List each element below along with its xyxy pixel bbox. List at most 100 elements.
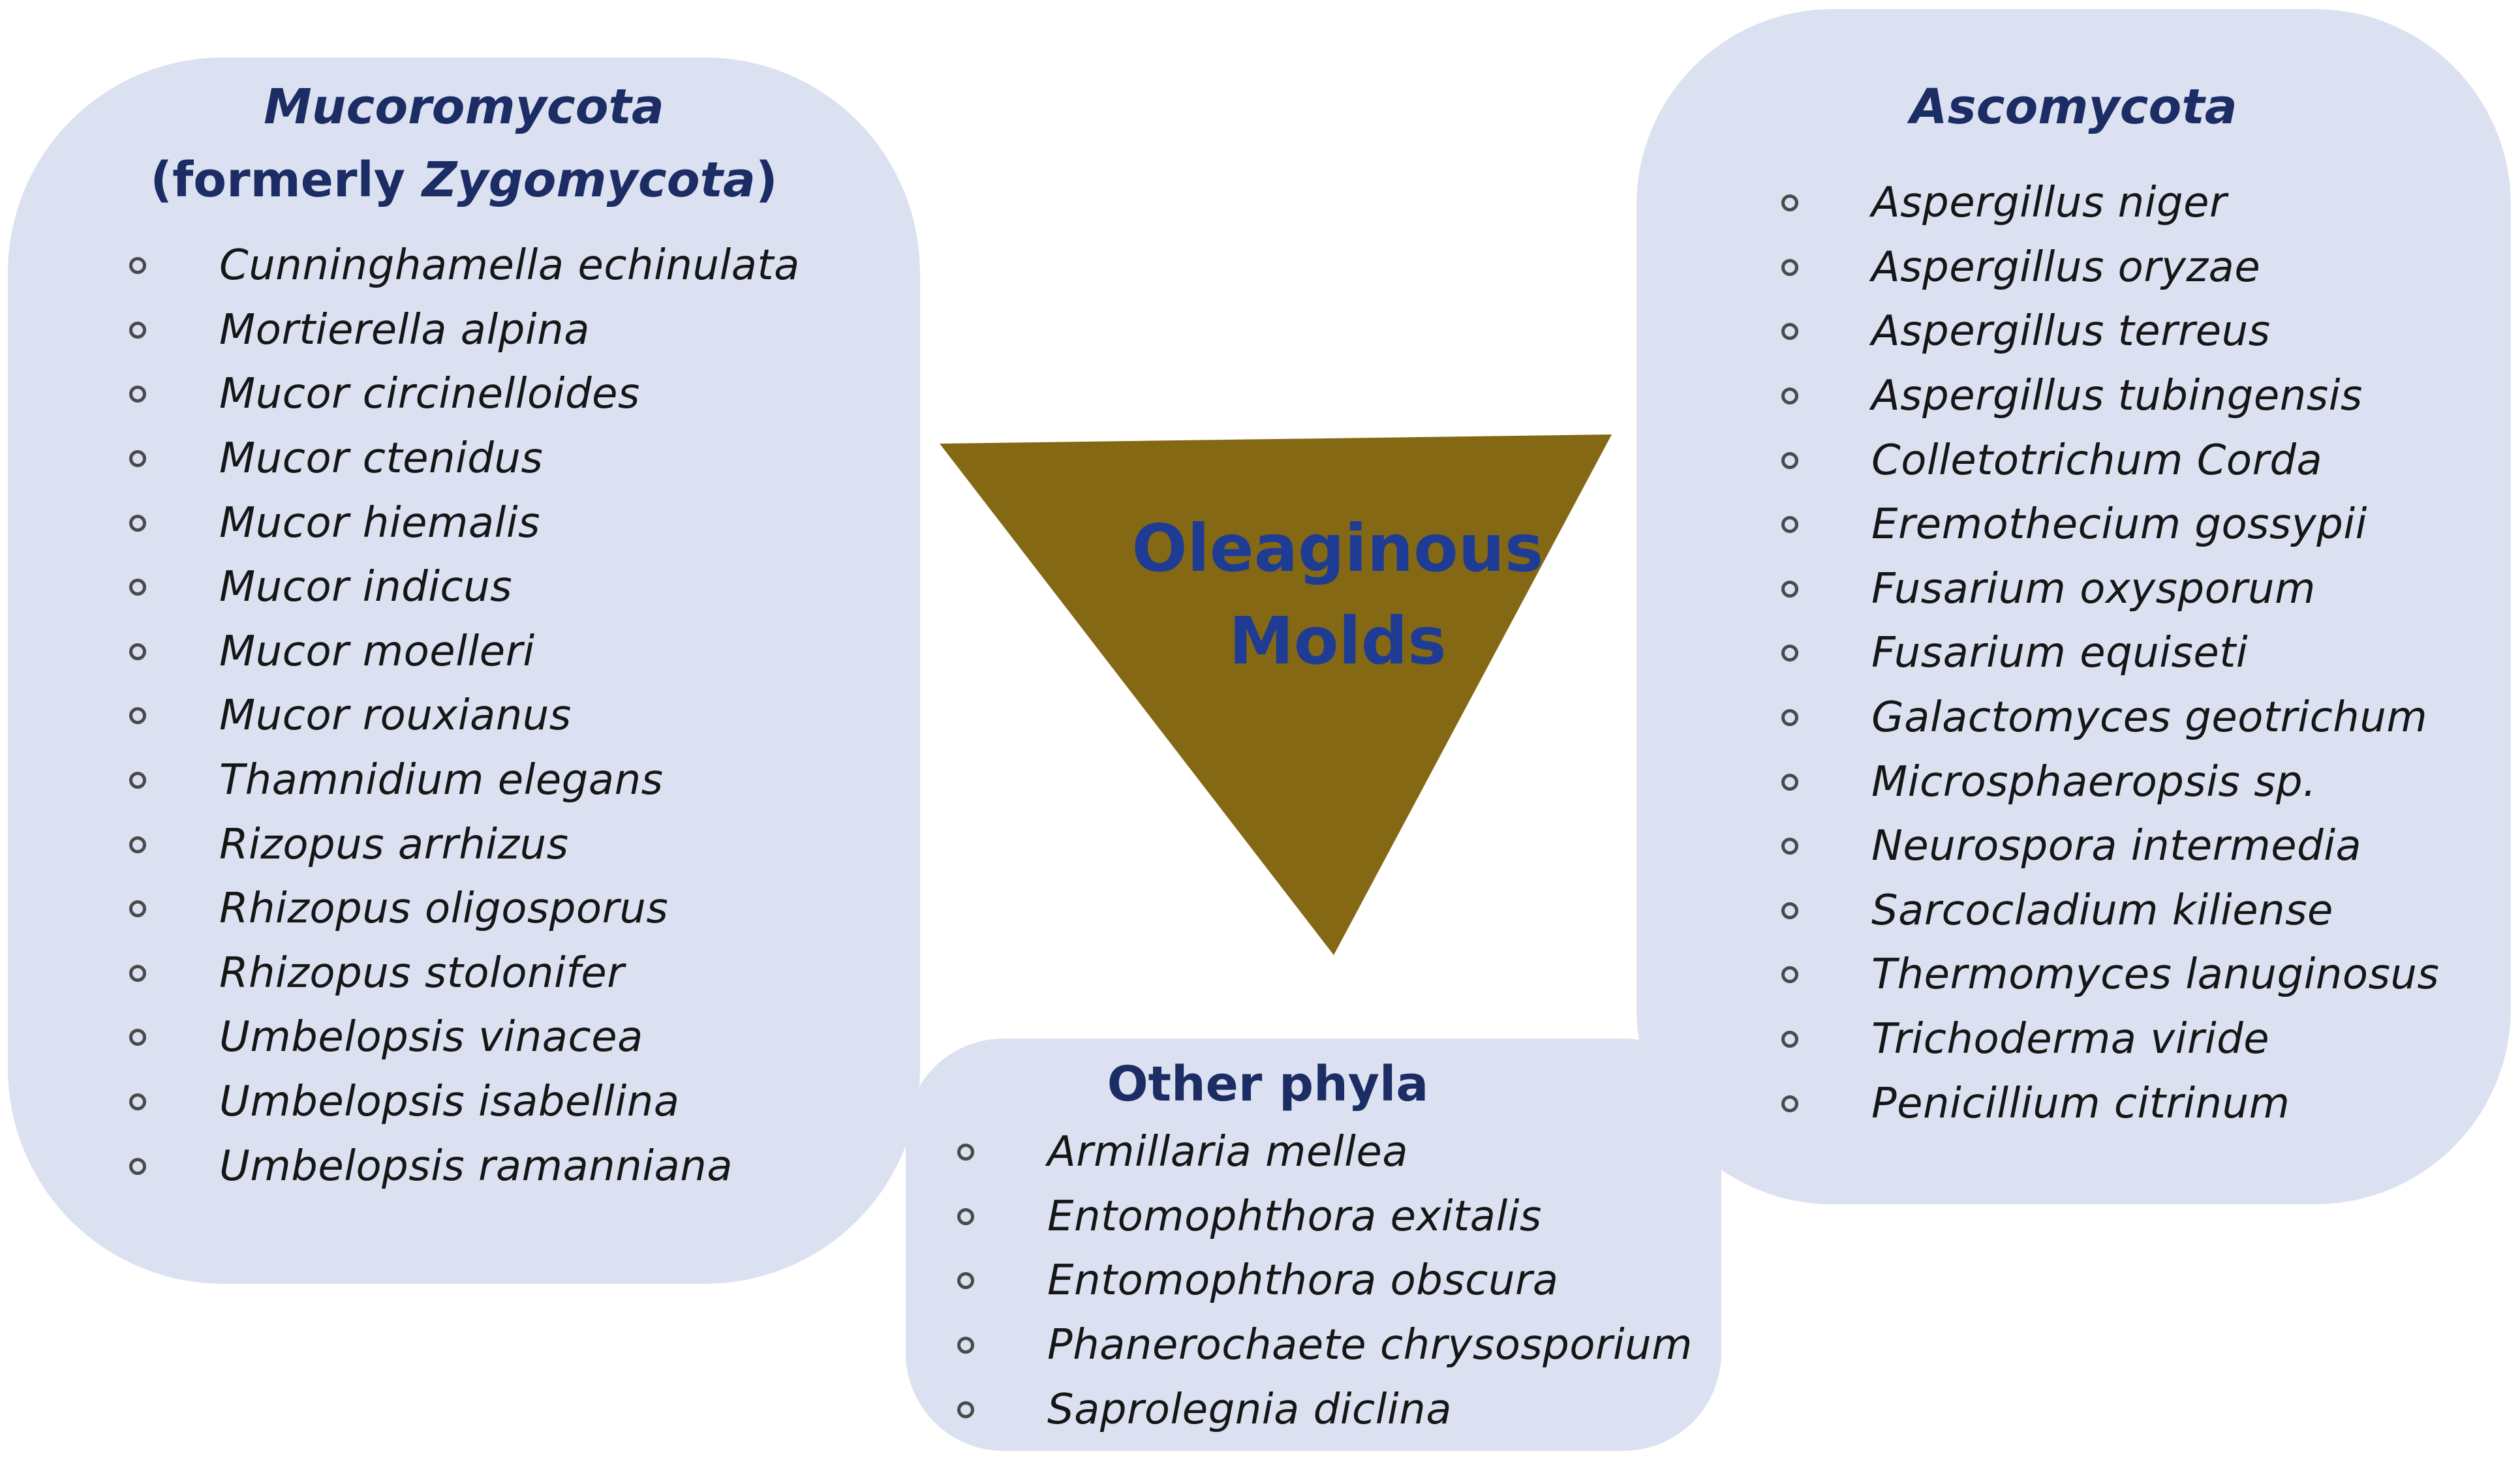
species-item: Umbelopsis ramanniana: [129, 1134, 800, 1198]
species-name: Eremothecium gossypii: [1871, 500, 2367, 549]
circle-bullet-icon: [129, 643, 146, 660]
species-name: Fusarium equiseti: [1871, 629, 2249, 678]
species-item: Aspergillus terreus: [1781, 299, 2439, 364]
mucoromycota-panel: [8, 57, 920, 1284]
species-item: Mucor circinelloides: [129, 362, 800, 427]
species-name: Trichoderma viride: [1871, 1015, 2270, 1064]
species-item: Sarcocladium kiliense: [1781, 879, 2439, 943]
species-name: Umbelopsis ramanniana: [219, 1142, 733, 1191]
circle-bullet-icon: [129, 964, 146, 982]
species-name: Entomophthora exitalis: [1047, 1192, 1542, 1241]
circle-bullet-icon: [129, 1029, 146, 1046]
species-item: Mucor indicus: [129, 555, 800, 620]
mucoromycota-subtitle-close: ): [755, 152, 778, 208]
species-item: Armillaria mellea: [957, 1120, 1693, 1185]
species-name: Fusarium oxysporum: [1871, 564, 2316, 613]
species-name: Galactomyces geotrichum: [1871, 693, 2428, 742]
species-item: Mortierella alpina: [129, 298, 800, 363]
species-name: Entomophthora obscura: [1047, 1256, 1559, 1305]
species-name: Penicillium citrinum: [1871, 1079, 2290, 1128]
circle-bullet-icon: [957, 1144, 974, 1161]
species-name: Thermomyces lanuginosus: [1871, 951, 2440, 999]
species-name: Umbelopsis isabellina: [219, 1078, 680, 1127]
species-name: Mucor circinelloides: [219, 370, 640, 419]
triangle-shape: [940, 434, 1612, 955]
circle-bullet-icon: [129, 579, 146, 596]
species-item: Trichoderma viride: [1781, 1007, 2439, 1072]
circle-bullet-icon: [1781, 1031, 1798, 1048]
species-item: Penicillium citrinum: [1781, 1071, 2439, 1136]
species-item: Fusarium oxysporum: [1781, 557, 2439, 622]
species-item: Umbelopsis isabellina: [129, 1070, 800, 1134]
species-name: Armillaria mellea: [1047, 1128, 1409, 1177]
circle-bullet-icon: [129, 321, 146, 339]
species-item: Mucor rouxianus: [129, 684, 800, 748]
circle-bullet-icon: [1781, 580, 1798, 598]
species-item: Neurospora intermedia: [1781, 814, 2439, 879]
circle-bullet-icon: [1781, 838, 1798, 855]
species-name: Aspergillus niger: [1871, 179, 2227, 228]
species-item: Mucor moelleri: [129, 620, 800, 684]
species-name: Rizopus arrhizus: [219, 820, 569, 869]
species-item: Phanerochaete chrysosporium: [957, 1313, 1693, 1378]
circle-bullet-icon: [129, 514, 146, 532]
species-item: Eremothecium gossypii: [1781, 493, 2439, 557]
circle-bullet-icon: [1781, 194, 1798, 212]
species-name: Neurospora intermedia: [1871, 822, 2362, 871]
center-title-line2: Molds: [1229, 603, 1447, 679]
circle-bullet-icon: [1781, 709, 1798, 727]
ascomycota-panel: [1636, 9, 2511, 1204]
species-name: Aspergillus terreus: [1871, 307, 2271, 356]
species-item: Thamnidium elegans: [129, 748, 800, 813]
circle-bullet-icon: [1781, 258, 1798, 276]
circle-bullet-icon: [1781, 516, 1798, 534]
mucoromycota-heading: Mucoromycota (formerly Zygomycota): [8, 70, 920, 217]
species-item: Umbelopsis vinacea: [129, 1005, 800, 1070]
ascomycota-title: Ascomycota: [1910, 79, 2237, 135]
circle-bullet-icon: [1781, 323, 1798, 341]
species-name: Phanerochaete chrysosporium: [1047, 1321, 1693, 1370]
species-name: Mortierella alpina: [219, 305, 590, 354]
species-name: Aspergillus tubingensis: [1871, 372, 2363, 421]
species-item: Rhizopus oligosporus: [129, 877, 800, 941]
circle-bullet-icon: [957, 1337, 974, 1354]
circle-bullet-icon: [129, 900, 146, 918]
species-item: Rhizopus stolonifer: [129, 941, 800, 1006]
species-name: Umbelopsis vinacea: [219, 1013, 643, 1062]
mucoromycota-title: Mucoromycota: [264, 79, 664, 135]
circle-bullet-icon: [1781, 773, 1798, 791]
other-phyla-panel: [906, 1039, 1721, 1451]
species-name: Mucor hiemalis: [219, 498, 540, 547]
circle-bullet-icon: [129, 386, 146, 403]
species-name: Rhizopus stolonifer: [219, 949, 625, 997]
circle-bullet-icon: [129, 1093, 146, 1111]
species-name: Mucor moelleri: [219, 627, 535, 676]
species-name: Sarcocladium kiliense: [1871, 886, 2333, 935]
species-item: Aspergillus niger: [1781, 171, 2439, 236]
species-item: Microsphaeropsis sp.: [1781, 750, 2439, 814]
circle-bullet-icon: [1781, 451, 1798, 469]
species-item: Mucor hiemalis: [129, 491, 800, 555]
species-item: Colletotrichum Corda: [1781, 428, 2439, 493]
circle-bullet-icon: [129, 257, 146, 275]
species-name: Colletotrichum Corda: [1871, 436, 2323, 485]
species-item: Mucor ctenidus: [129, 427, 800, 491]
circle-bullet-icon: [957, 1401, 974, 1418]
species-name: Aspergillus oryzae: [1871, 243, 2261, 292]
mucoromycota-subtitle: (formerly Zygomycota): [8, 144, 920, 217]
circle-bullet-icon: [129, 1157, 146, 1175]
circle-bullet-icon: [957, 1208, 974, 1225]
circle-bullet-icon: [129, 450, 146, 468]
species-item: Saprolegnia diclina: [957, 1377, 1693, 1442]
species-item: Galactomyces geotrichum: [1781, 686, 2439, 750]
species-name: Cunninghamella echinulata: [219, 241, 800, 290]
species-name: Thamnidium elegans: [219, 756, 664, 805]
other-phyla-title: Other phyla: [1107, 1056, 1429, 1112]
species-item: Rizopus arrhizus: [129, 812, 800, 877]
species-name: Saprolegnia diclina: [1047, 1385, 1452, 1434]
species-item: Aspergillus tubingensis: [1781, 364, 2439, 429]
species-name: Microsphaeropsis sp.: [1871, 757, 2316, 806]
